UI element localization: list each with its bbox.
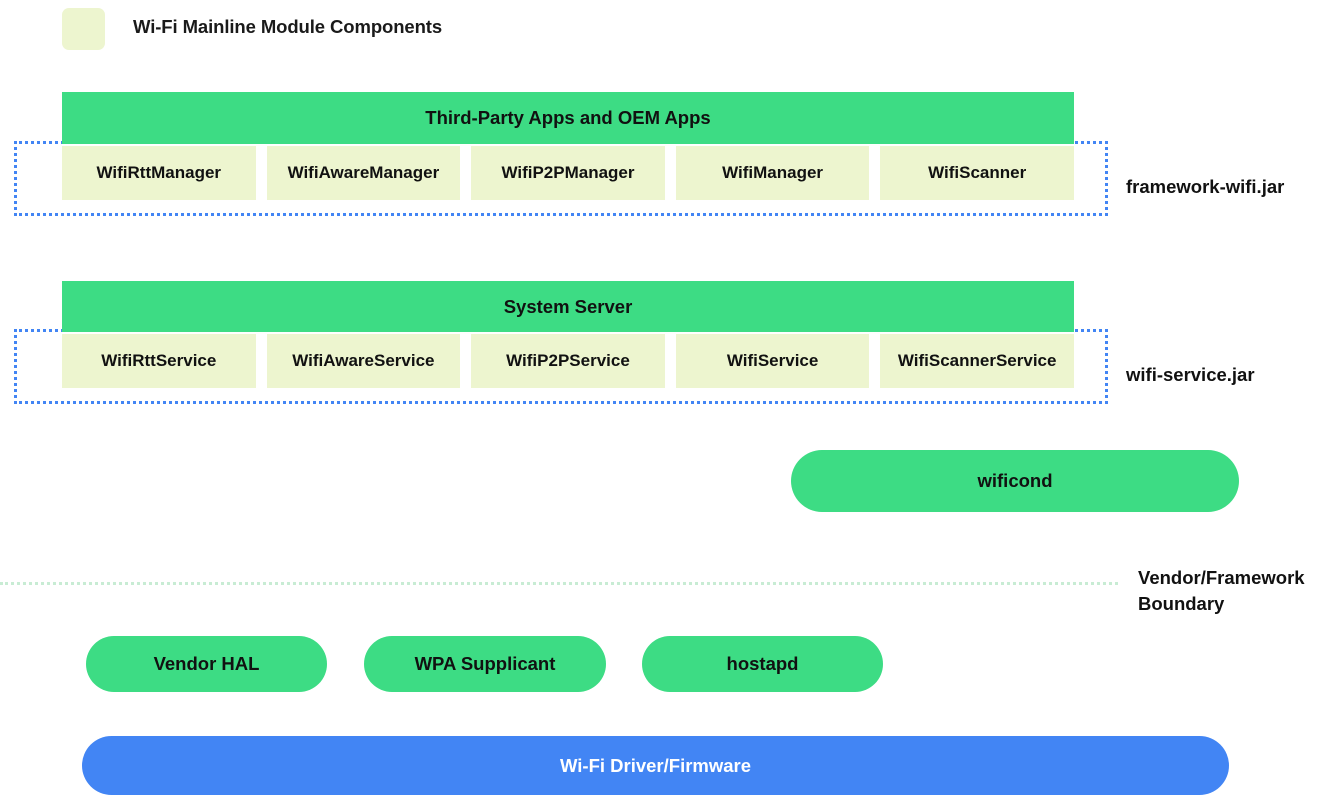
wifi-service-cell-row: WifiRttService WifiAwareService WifiP2PS… [62,334,1074,388]
jar-label-framework-wifi: framework-wifi.jar [1126,176,1285,197]
node-wificond[interactable]: wificond [791,450,1239,512]
legend-color-swatch [62,8,105,50]
cell-wifi-aware-service[interactable]: WifiAwareService [266,334,461,388]
vendor-framework-boundary-line [0,582,1118,585]
legend-label: Wi-Fi Mainline Module Components [133,16,443,37]
node-wpa-supplicant[interactable]: WPA Supplicant [364,636,606,692]
node-wifi-driver-firmware[interactable]: Wi-Fi Driver/Firmware [82,736,1229,795]
cell-wifi-scanner[interactable]: WifiScanner [880,146,1074,200]
node-hostapd[interactable]: hostapd [642,636,883,692]
framework-wifi-cell-row: WifiRttManager WifiAwareManager WifiP2PM… [62,146,1074,200]
cell-wifi-p2p-manager[interactable]: WifiP2PManager [471,146,665,200]
cell-wifi-rtt-manager[interactable]: WifiRttManager [62,146,256,200]
cell-wifi-rtt-service[interactable]: WifiRttService [62,334,256,388]
cell-wifi-p2p-service[interactable]: WifiP2PService [471,334,665,388]
stack-header-third-party-apps: Third-Party Apps and OEM Apps [62,92,1074,144]
cell-wifi-aware-manager[interactable]: WifiAwareManager [266,146,461,200]
vendor-framework-boundary-label: Vendor/Framework Boundary [1138,567,1305,614]
jar-label-wifi-service: wifi-service.jar [1126,364,1255,385]
node-vendor-hal[interactable]: Vendor HAL [86,636,327,692]
cell-wifi-scanner-service[interactable]: WifiScannerService [880,334,1074,388]
stack-header-system-server: System Server [62,281,1074,332]
cell-wifi-manager[interactable]: WifiManager [675,146,870,200]
cell-wifi-service[interactable]: WifiService [675,334,870,388]
